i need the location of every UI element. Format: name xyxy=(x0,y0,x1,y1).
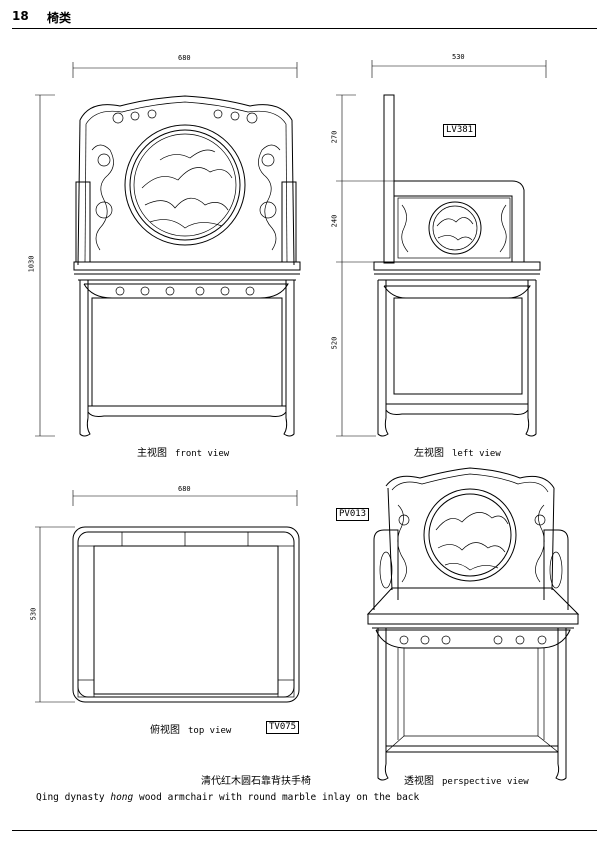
perspective-view-code: PV013 xyxy=(336,508,370,521)
left-view-code: LV381 xyxy=(443,124,477,137)
side-depth-dimension: 530 xyxy=(452,53,465,61)
perspective-view-label: 透视图 perspective view xyxy=(404,772,529,787)
caption-english-italic: hong xyxy=(110,792,134,803)
perspective-view-label-cn: 透视图 xyxy=(404,776,434,787)
top-view-label-en: top view xyxy=(188,726,232,736)
front-view-label: 主视图 front view xyxy=(137,444,229,459)
front-view-drawing xyxy=(35,62,301,437)
caption-english-prefix: Qing dynasty xyxy=(36,792,111,803)
left-view-label-en: left view xyxy=(452,449,501,459)
front-width-dimension: 680 xyxy=(178,54,191,62)
top-width-dimension: 680 xyxy=(178,485,191,493)
side-seat-height-dimension: 520 xyxy=(330,336,339,350)
header-rule xyxy=(12,28,597,29)
front-view-label-en: front view xyxy=(175,449,230,459)
page-number: 18 xyxy=(12,9,29,23)
top-view-label-cn: 俯视图 xyxy=(150,725,180,736)
perspective-view-label-en: perspective view xyxy=(442,777,529,787)
top-view-code: TV075 xyxy=(266,721,300,734)
front-view-label-cn: 主视图 xyxy=(137,448,167,459)
side-back-top-dimension: 270 xyxy=(330,130,339,144)
perspective-view-drawing xyxy=(366,467,580,781)
side-back-mid-dimension: 240 xyxy=(330,214,339,228)
left-view-label-cn: 左视图 xyxy=(414,448,444,459)
caption-english: Qing dynasty hong wood armchair with rou… xyxy=(36,792,419,803)
caption-english-suffix: wood armchair with round marble inlay on… xyxy=(133,792,420,803)
section-title: 椅类 xyxy=(47,11,72,25)
caption-chinese: 清代红木圆石靠背扶手椅 xyxy=(201,776,311,787)
left-view-label: 左视图 left view xyxy=(414,444,501,459)
top-view-drawing xyxy=(35,490,300,703)
left-view-drawing xyxy=(336,60,547,437)
front-height-dimension: 1030 xyxy=(27,255,36,273)
footer-rule xyxy=(12,830,597,831)
top-depth-dimension: 530 xyxy=(29,607,38,621)
top-view-label: 俯视图 top view xyxy=(150,721,231,736)
